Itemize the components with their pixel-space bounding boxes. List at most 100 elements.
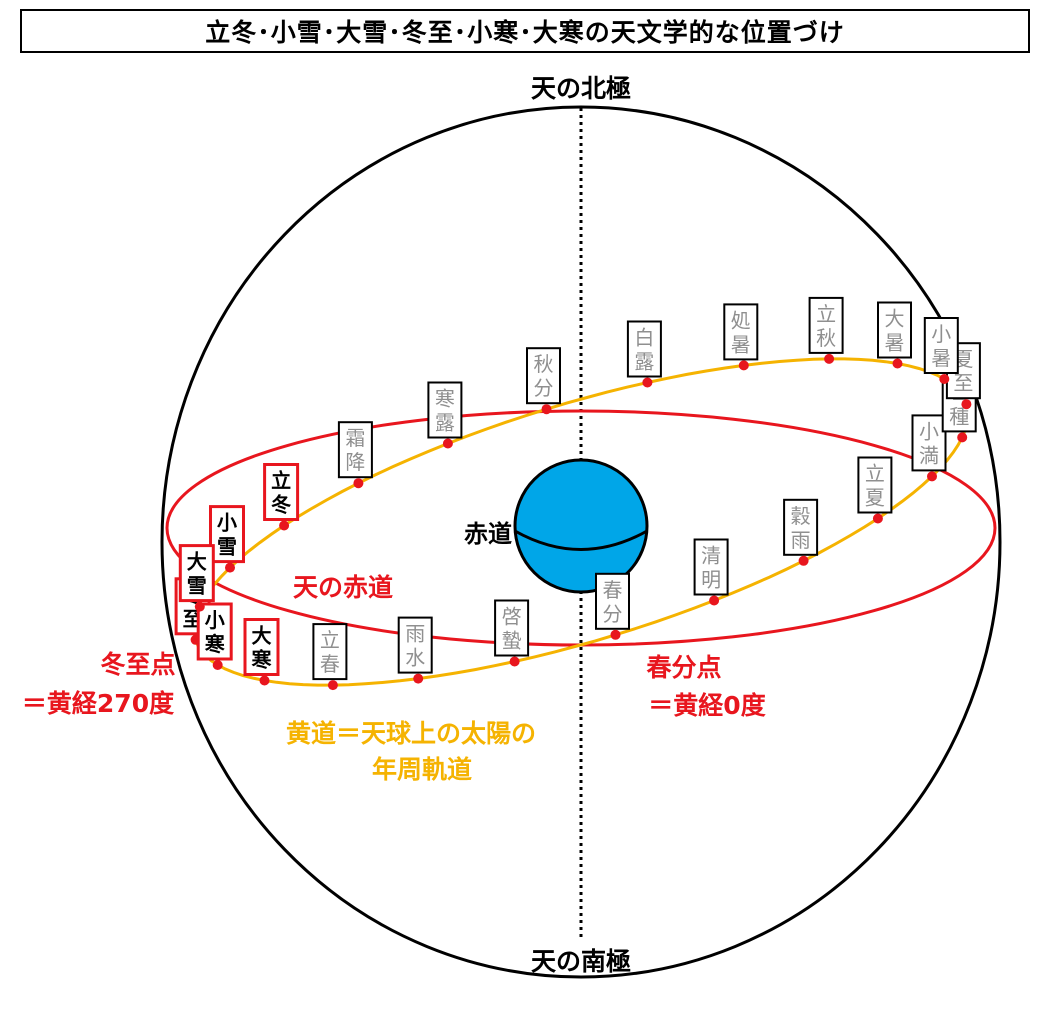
solar-term-box [693, 538, 729, 596]
solar-term-char: 分 [603, 602, 623, 626]
solar-term-8: 清明 [693, 538, 729, 606]
earth-equator-label: 赤道 [464, 520, 512, 548]
solar-term-23: 小雪 [209, 505, 245, 573]
solar-term-point [961, 399, 972, 410]
south-pole-label: 天の南極 [531, 947, 631, 976]
solar-term-char: 雨 [791, 528, 811, 552]
solar-term-7: 春分 [595, 572, 630, 640]
solar-term-char: 小 [205, 608, 225, 632]
vernal-equinox-longitude-label: ＝黄経0度 [648, 691, 765, 720]
solar-term-box [337, 421, 373, 479]
solar-term-char: 雪 [187, 574, 207, 598]
solar-term-char: 清 [701, 544, 721, 568]
solar-term-21: 霜降 [337, 421, 373, 489]
solar-term-box [723, 303, 759, 361]
solar-term-point [194, 601, 205, 612]
solar-term-point [541, 404, 552, 415]
solar-term-point [353, 478, 364, 489]
solar-term-char: 霜 [345, 426, 365, 450]
solar-term-char: 露 [634, 350, 654, 374]
solar-term-char: 水 [405, 646, 425, 670]
solar-term-char: 満 [919, 443, 939, 467]
solar-term-point [610, 629, 621, 640]
solar-term-box [783, 498, 819, 556]
solar-term-19: 秋分 [526, 347, 561, 415]
solar-term-17: 処暑 [723, 303, 759, 371]
solar-term-char: 春 [320, 652, 340, 676]
solar-terms-layer: 冬至小寒大寒立春雨水啓蟄春分清明穀雨立夏小満芒種夏至小暑大暑立秋処暑白露秋分寒露… [174, 296, 981, 691]
winter-solstice-point-label: 冬至点 [100, 650, 175, 679]
solar-term-char: 冬 [271, 493, 291, 517]
solar-term-char: 大 [252, 624, 272, 648]
solar-term-2: 小寒 [196, 602, 233, 670]
solar-term-point [872, 513, 883, 524]
solar-term-char: 露 [435, 411, 455, 435]
solar-term-box [427, 381, 463, 439]
solar-term-box [494, 599, 530, 657]
solar-term-char: 立 [271, 469, 291, 493]
solar-term-char: 分 [534, 376, 554, 400]
solar-term-char: 立 [320, 628, 340, 652]
solar-term-point [927, 471, 937, 482]
solar-term-char: 暑 [885, 331, 905, 355]
solar-term-char: 秋 [816, 326, 836, 350]
solar-term-22: 立冬 [263, 463, 300, 531]
solar-term-5: 雨水 [397, 616, 433, 684]
solar-term-point [259, 675, 270, 686]
solar-term-box [243, 618, 280, 676]
solar-term-char: 寒 [435, 387, 455, 411]
solar-term-11: 小満 [911, 414, 947, 482]
solar-term-box [209, 505, 245, 564]
solar-term-char: 小 [919, 419, 939, 443]
solar-term-char: 大 [885, 307, 905, 331]
page-title: 立冬･小雪･大雪･冬至･小寒･大寒の天文学的な位置づけ [205, 18, 845, 47]
celestial-equator-label: 天の赤道 [293, 573, 393, 602]
solar-term-char: 寒 [252, 648, 273, 672]
solar-term-char: 小 [931, 322, 951, 346]
celestial-sphere [160, 105, 1002, 979]
solar-term-3: 大寒 [243, 618, 280, 686]
solar-term-char: 夏 [865, 486, 885, 510]
solar-term-15: 大暑 [877, 301, 912, 369]
solar-term-point [225, 562, 235, 573]
solar-term-box [911, 414, 947, 472]
solar-term-box [808, 296, 844, 354]
solar-term-point [279, 520, 290, 531]
solar-term-20: 寒露 [427, 381, 463, 449]
solar-term-char: 暑 [931, 346, 951, 370]
solar-term-char: 穀 [791, 504, 811, 528]
solar-term-box [397, 616, 433, 674]
solar-term-point [327, 680, 338, 691]
solar-term-9: 穀雨 [783, 498, 819, 566]
solar-term-char: 処 [731, 308, 751, 332]
solar-term-14: 小暑 [923, 317, 959, 384]
ecliptic-label-line2: 年周軌道 [372, 755, 472, 784]
solar-term-char: 立 [816, 302, 836, 326]
solar-term-char: 立 [865, 462, 885, 486]
solar-term-point [824, 353, 835, 364]
solar-term-char: 春 [603, 578, 623, 602]
solar-term-box [263, 463, 300, 521]
north-pole-label: 天の北極 [531, 74, 631, 103]
solar-term-point [212, 660, 223, 670]
solar-term-point [939, 374, 950, 384]
vernal-equinox-point-label: 春分点 [646, 653, 721, 682]
solar-term-box [526, 347, 561, 405]
title-box: 立冬･小雪･大雪･冬至･小寒･大寒の天文学的な位置づけ [20, 9, 1030, 53]
solar-term-point [442, 438, 453, 449]
ecliptic-label-line1: 黄道＝天球上の太陽の [286, 719, 536, 748]
solar-term-24: 大雪 [178, 544, 215, 612]
solar-term-box [857, 456, 893, 514]
solar-term-char: 白 [634, 326, 654, 350]
solar-term-char: 雪 [217, 535, 237, 559]
solar-term-4: 立春 [312, 623, 348, 691]
solar-term-point [738, 360, 749, 371]
winter-solstice-longitude-label: ＝黄経270度 [22, 689, 174, 718]
solar-term-6: 啓蟄 [494, 599, 530, 667]
solar-term-point [709, 595, 720, 606]
solar-term-box [178, 544, 215, 603]
solar-term-box [923, 317, 959, 374]
solar-term-char: 暑 [731, 332, 751, 356]
solar-term-box [626, 320, 662, 378]
